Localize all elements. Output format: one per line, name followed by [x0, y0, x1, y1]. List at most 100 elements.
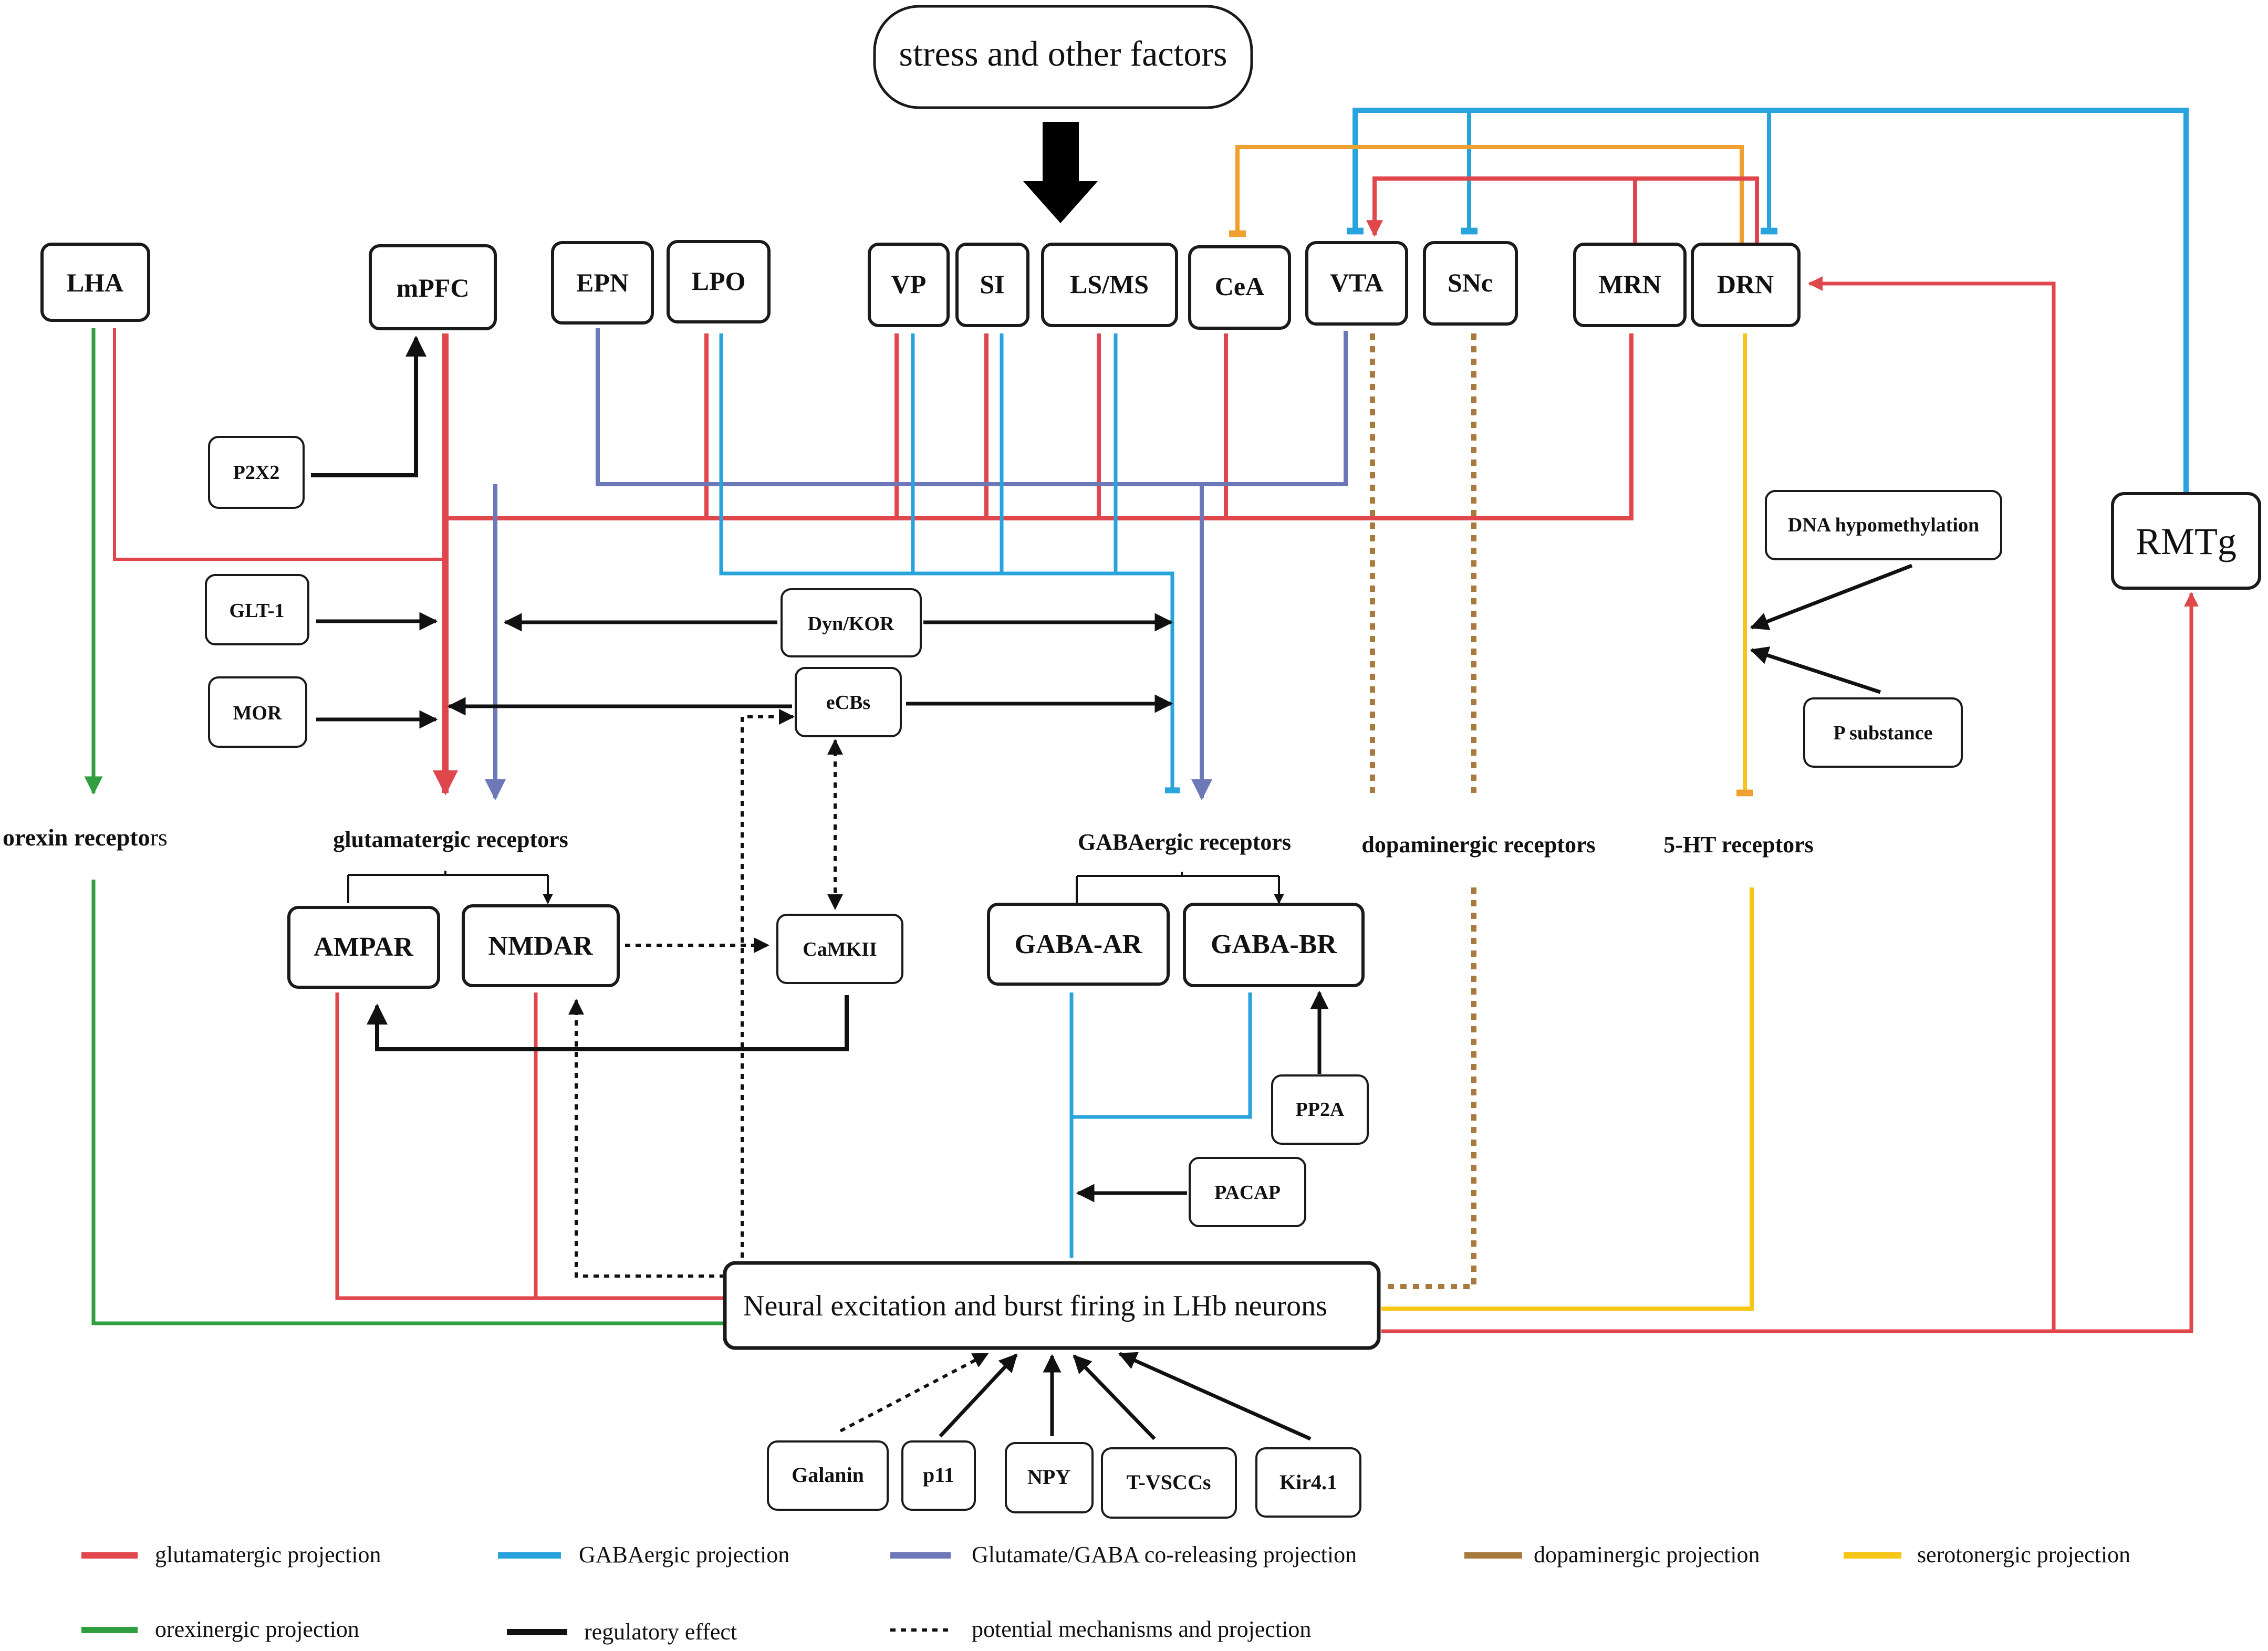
- lhb-to-ecbs-dotted: [741, 709, 795, 1258]
- tvscc-arrow: [1073, 1354, 1156, 1440]
- kir41-arrow: [1118, 1352, 1312, 1441]
- svg-text:glutamatergic projection: glutamatergic projection: [155, 1542, 381, 1568]
- svg-text:Glutamate/GABA co-releasing pr: Glutamate/GABA co-releasing projection: [972, 1542, 1357, 1568]
- node-ampar: AMPAR: [287, 906, 440, 989]
- 5ht-to-lhb-line: [1381, 887, 1754, 1311]
- svg-text:GLT-1: GLT-1: [230, 600, 285, 622]
- node-kir41: Kir4.1: [1255, 1447, 1361, 1518]
- p11-arrow: [939, 1353, 1018, 1438]
- node-pp2a: PP2A: [1271, 1074, 1369, 1145]
- svg-text:orexinergic projection: orexinergic projection: [155, 1616, 359, 1642]
- center-node: Neural excitation and burst firing in LH…: [723, 1261, 1381, 1350]
- svg-text:VP: VP: [891, 269, 927, 299]
- node-vp: VP: [868, 243, 950, 327]
- svg-text:LS/MS: LS/MS: [1070, 269, 1149, 299]
- dna-arrow: [1750, 563, 1913, 630]
- node-lha: LHA: [40, 243, 150, 322]
- node-p-substance: P substance: [1803, 697, 1963, 768]
- node-drn: DRN: [1691, 243, 1801, 327]
- svg-text:Dyn/KOR: Dyn/KOR: [808, 613, 894, 635]
- svg-text:GABAergic projection: GABAergic projection: [579, 1542, 789, 1568]
- lhb-to-rmtg-line: [1381, 592, 2199, 1333]
- node-rmtg: RMTg: [2111, 492, 2261, 590]
- svg-text:GABA-AR: GABA-AR: [1015, 929, 1143, 959]
- svg-text:GABA-BR: GABA-BR: [1211, 929, 1337, 959]
- stress-arrow: [1023, 122, 1098, 223]
- svg-text:EPN: EPN: [576, 268, 629, 297]
- svg-text:RMTg: RMTg: [2136, 520, 2236, 562]
- receptor-nodes: AMPAR NMDAR GABA-AR GABA-BR: [287, 903, 1365, 989]
- bottom-nodes: Galanin p11 NPY T-VSCCs Kir4.1: [767, 1440, 1361, 1519]
- svg-text:P substance: P substance: [1834, 722, 1933, 744]
- legend-gabaergic: GABAergic projection: [498, 1542, 789, 1568]
- svg-text:dopaminergic projection: dopaminergic projection: [1534, 1542, 1760, 1568]
- node-dynkor: Dyn/KOR: [781, 588, 922, 657]
- camkii-to-ampar-arrow: [367, 995, 849, 1051]
- orexin-to-lhb-line: [91, 880, 724, 1325]
- node-gababr: GABA-BR: [1183, 903, 1365, 987]
- 5ht-receptors-label: 5-HT receptors: [1663, 832, 1814, 858]
- node-pacap: PACAP: [1189, 1157, 1306, 1227]
- node-lpo: LPO: [667, 240, 771, 323]
- lhb-label: Neural excitation and burst firing in LH…: [743, 1290, 1327, 1322]
- node-p2x2: P2X2: [208, 436, 305, 509]
- region-nodes: LHA mPFC EPN LPO VP SI LS/MS CeA VTA SNc…: [40, 240, 2261, 590]
- svg-text:P2X2: P2X2: [233, 462, 280, 484]
- node-ecbs: eCBs: [795, 667, 902, 737]
- svg-text:DRN: DRN: [1717, 269, 1774, 299]
- node-mor: MOR: [208, 676, 307, 748]
- svg-text:eCBs: eCBs: [826, 692, 870, 714]
- gabaergic-receptors-label: GABAergic receptors: [1078, 829, 1291, 855]
- legend-dopaminergic: dopaminergic projection: [1464, 1542, 1760, 1568]
- node-glt1: GLT-1: [205, 574, 309, 645]
- p2x2-to-mpfc-arrow: [311, 336, 426, 477]
- svg-text:PACAP: PACAP: [1214, 1182, 1281, 1204]
- svg-text:MRN: MRN: [1598, 269, 1661, 299]
- legend-corelease: Glutamate/GABA co-releasing projection: [890, 1542, 1357, 1568]
- galanin-arrow: [839, 1352, 989, 1433]
- mrn-to-vta-line: [1366, 176, 1759, 244]
- receptor-labels: orexin receptors glutamatergic receptors…: [3, 824, 1814, 858]
- node-vta: VTA: [1305, 241, 1408, 326]
- svg-text:SNc: SNc: [1448, 268, 1493, 297]
- da-to-lhb-line: [1381, 887, 1476, 1289]
- legend-serotonergic: serotonergic projection: [1844, 1542, 2130, 1568]
- svg-text:VTA: VTA: [1330, 268, 1383, 297]
- svg-text:SI: SI: [980, 269, 1004, 299]
- legend-glutamatergic: glutamatergic projection: [81, 1542, 381, 1568]
- svg-text:DNA hypomethylation: DNA hypomethylation: [1788, 514, 1979, 536]
- corelease-bus-line: [596, 328, 1348, 486]
- svg-text:potential mechanisms and proje: potential mechanisms and projection: [972, 1616, 1311, 1642]
- svg-text:PP2A: PP2A: [1296, 1099, 1345, 1121]
- svg-text:serotonergic projection: serotonergic projection: [1917, 1542, 2130, 1568]
- svg-text:CaMKII: CaMKII: [803, 938, 877, 960]
- node-si: SI: [955, 243, 1029, 327]
- gaba-bus-line: [719, 333, 1180, 793]
- node-p11: p11: [901, 1440, 976, 1511]
- svg-text:NMDAR: NMDAR: [488, 931, 594, 961]
- node-npy: NPY: [1005, 1442, 1094, 1513]
- stress-label: stress and other factors: [899, 34, 1227, 74]
- node-epn: EPN: [551, 241, 654, 325]
- lhb-to-nmdar-dotted: [568, 999, 725, 1278]
- legend: glutamatergic projection GABAergic proje…: [81, 1542, 2130, 1645]
- ampar-to-lhb-line: [335, 992, 724, 1300]
- psub-arrow: [1750, 646, 1881, 694]
- node-gabaar: GABA-AR: [987, 903, 1170, 986]
- node-tvscc: T-VSCCs: [1101, 1447, 1237, 1519]
- drn-to-cea-line: [1229, 145, 1744, 244]
- node-camkii: CaMKII: [776, 914, 903, 984]
- orexin-receptors-label: orexin receptors: [3, 824, 168, 851]
- legend-potential: potential mechanisms and projection: [890, 1616, 1311, 1642]
- stress-node: stress and other factors: [873, 5, 1253, 109]
- node-cea: CeA: [1188, 245, 1291, 330]
- node-dna-hypomethylation: DNA hypomethylation: [1765, 490, 2002, 560]
- svg-text:T-VSCCs: T-VSCCs: [1127, 1470, 1211, 1494]
- node-snc: SNc: [1423, 241, 1518, 326]
- connectors: [84, 108, 2199, 1441]
- glutamatergic-receptors-label: glutamatergic receptors: [333, 827, 568, 852]
- svg-text:Galanin: Galanin: [792, 1463, 864, 1487]
- svg-text:Kir4.1: Kir4.1: [1279, 1470, 1337, 1494]
- svg-text:NPY: NPY: [1027, 1465, 1070, 1489]
